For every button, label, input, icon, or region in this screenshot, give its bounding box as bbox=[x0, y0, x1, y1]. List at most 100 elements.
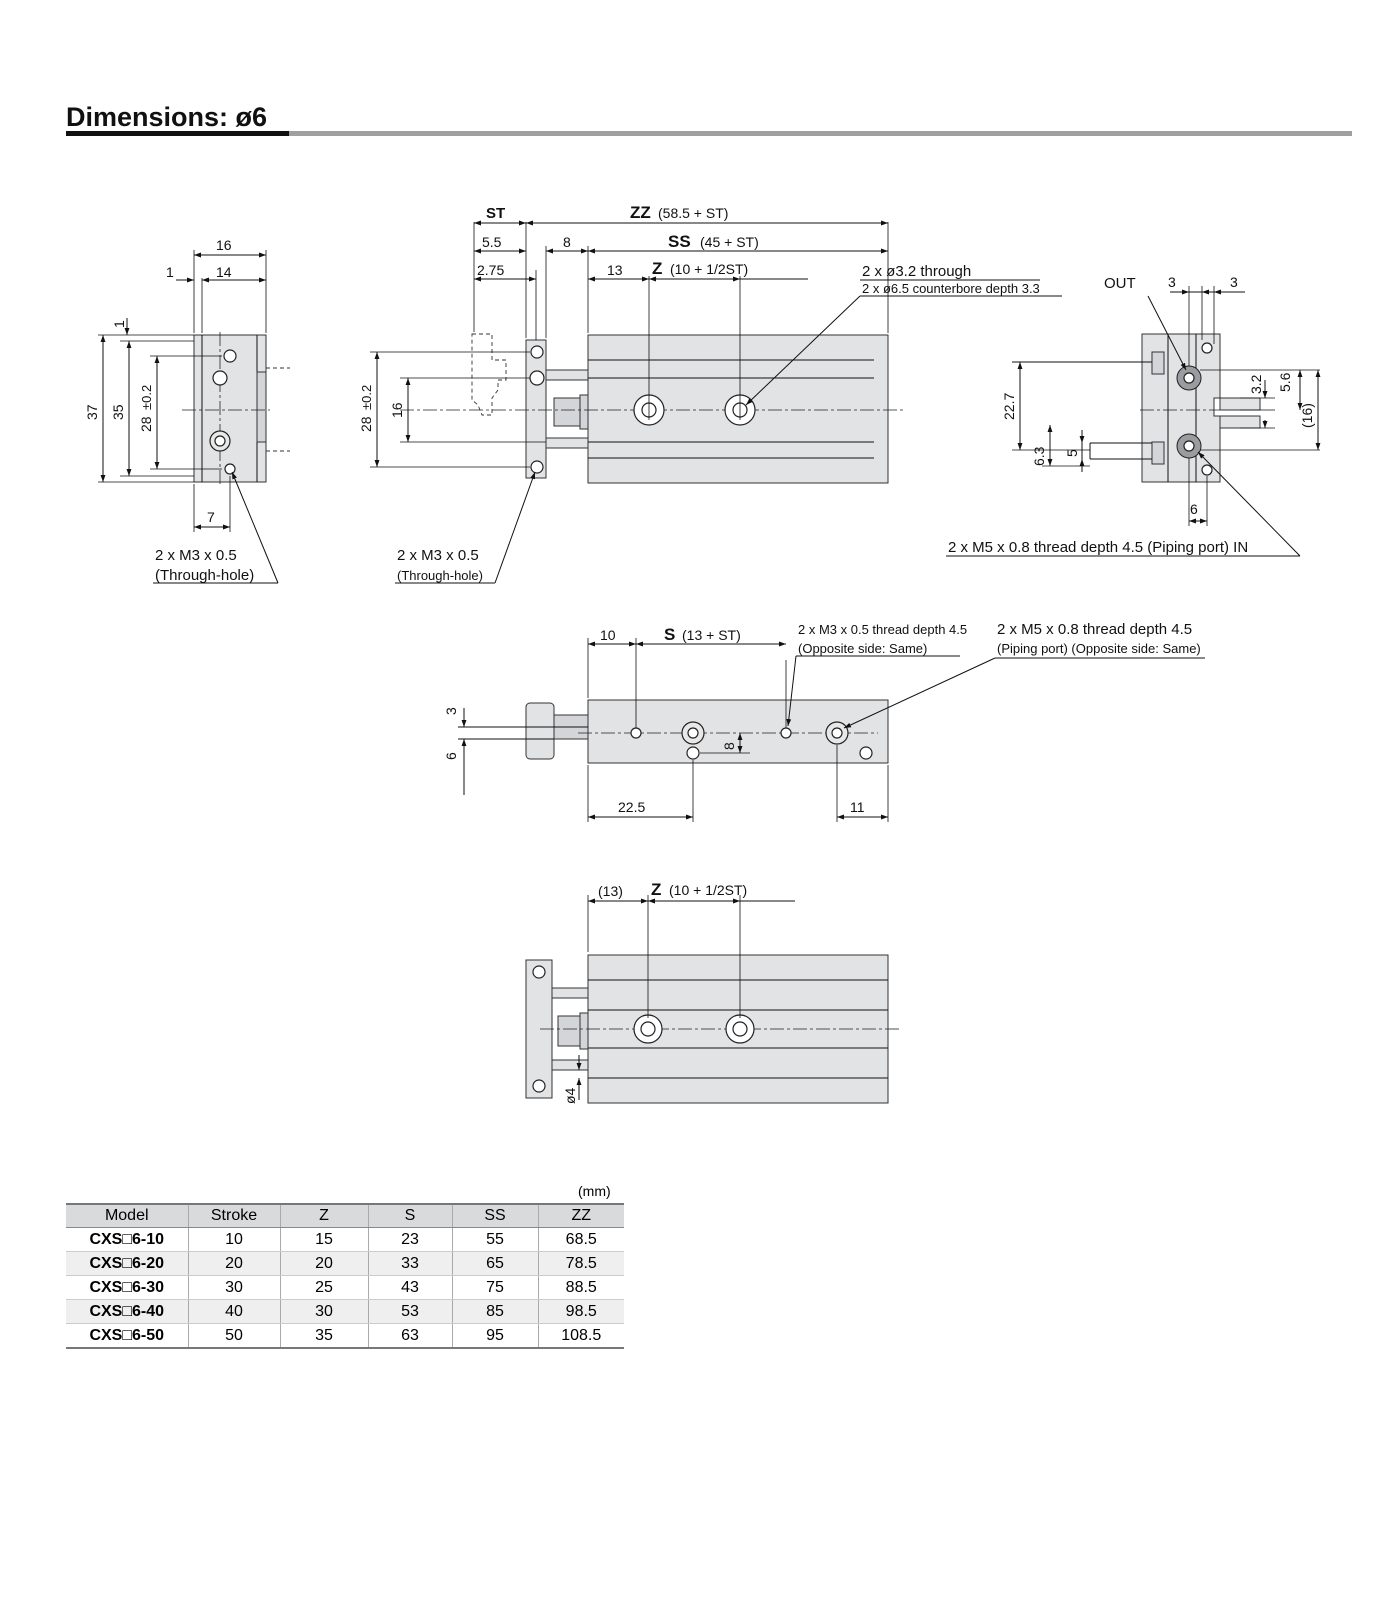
callout-in-port: 2 x M5 x 0.8 thread depth 4.5 (Piping po… bbox=[948, 539, 1248, 556]
dim-6-3: 6.3 bbox=[1031, 446, 1047, 466]
dim-13: 13 bbox=[607, 262, 623, 278]
cell-z: 20 bbox=[279, 1251, 368, 1276]
end-plate bbox=[525, 339, 547, 479]
bottom-view: (13) Z (10 + 1/2ST) ø4 bbox=[525, 880, 902, 1104]
dim-5-5: 5.5 bbox=[482, 234, 502, 250]
cell-stroke: 40 bbox=[187, 1299, 280, 1324]
cell-model: CXS□6-20 bbox=[66, 1251, 188, 1276]
cell-zz: 78.5 bbox=[537, 1251, 624, 1276]
dim-ss-formula: (45 + ST) bbox=[700, 234, 759, 250]
dim-inner-14: 14 bbox=[216, 264, 232, 280]
dim-width-16: 16 bbox=[216, 237, 232, 253]
mount-hole bbox=[223, 349, 237, 363]
title-underline bbox=[66, 131, 289, 136]
callout-m5-line2: (Piping port) (Opposite side: Same) bbox=[997, 641, 1201, 656]
col-header-s: S bbox=[367, 1203, 452, 1228]
dim-ss: SS bbox=[668, 232, 691, 251]
callout-through-line1: 2 x ø3.2 through bbox=[862, 263, 971, 280]
callout-m3-line1: 2 x M3 x 0.5 bbox=[155, 547, 237, 564]
cell-stroke: 30 bbox=[187, 1275, 280, 1300]
table-row: CXS□6-20 20 20 33 65 78.5 bbox=[66, 1251, 624, 1276]
dim-13-ref: (13) bbox=[598, 883, 623, 899]
title-block: Dimensions: ø6 bbox=[66, 102, 1352, 136]
dim-tolerance: ±0.2 bbox=[359, 385, 374, 410]
callout-m3-line2: (Through-hole) bbox=[397, 568, 483, 583]
dim-6: 6 bbox=[1190, 501, 1198, 517]
col-header-ss: SS bbox=[451, 1203, 538, 1228]
col-header-zz: ZZ bbox=[537, 1203, 624, 1228]
cell-model: CXS□6-10 bbox=[66, 1227, 188, 1252]
col-header-stroke: Stroke bbox=[187, 1203, 280, 1228]
callout-m3-line2: (Opposite side: Same) bbox=[798, 641, 927, 656]
rear-view: 3 3 OUT 3.2 5.6 (16) 22.7 6.3 5 6 bbox=[946, 274, 1321, 557]
cell-z: 30 bbox=[279, 1299, 368, 1324]
dim-16-ref: (16) bbox=[1299, 403, 1315, 428]
dim-8: 8 bbox=[563, 234, 571, 250]
cell-z: 15 bbox=[279, 1227, 368, 1252]
page-title: Dimensions: ø6 bbox=[66, 102, 267, 132]
dimension-table: Model Stroke Z S SS ZZ CXS□6-10 10 15 23… bbox=[66, 1203, 624, 1349]
front-view: 16 1 14 1 37 35 28 ±0.2 7 2 x M3 x 0.5 (… bbox=[84, 237, 290, 584]
callout-through-line2: 2 x ø6.5 counterbore depth 3.3 bbox=[862, 281, 1040, 296]
col-header-z: Z bbox=[279, 1203, 368, 1228]
dim-5-6: 5.6 bbox=[1277, 372, 1293, 392]
dim-3b: 3 bbox=[1230, 274, 1238, 290]
dim-dia-4: ø4 bbox=[562, 1087, 578, 1104]
cell-model: CXS□6-30 bbox=[66, 1275, 188, 1300]
dim-offset-1: 1 bbox=[166, 264, 174, 280]
dim-st: ST bbox=[486, 205, 505, 222]
dim-3-2: 3.2 bbox=[1248, 374, 1264, 394]
table-row: CXS□6-30 30 25 43 75 88.5 bbox=[66, 1275, 624, 1300]
dim-height-16: 16 bbox=[389, 402, 405, 418]
cell-ss: 75 bbox=[451, 1275, 538, 1300]
table-row: CXS□6-40 40 30 53 85 98.5 bbox=[66, 1299, 624, 1324]
side-view: 10 S (13 + ST) 3 6 8 22.5 11 2 x M3 x 0.… bbox=[443, 621, 1205, 822]
cell-z: 25 bbox=[279, 1275, 368, 1300]
cell-stroke: 50 bbox=[187, 1323, 280, 1349]
cell-ss: 85 bbox=[451, 1299, 538, 1324]
col-header-model: Model bbox=[66, 1203, 188, 1228]
cell-zz: 88.5 bbox=[537, 1275, 624, 1300]
cell-s: 43 bbox=[367, 1275, 452, 1300]
callout-m3-line2: (Through-hole) bbox=[155, 567, 254, 584]
dim-height-28: 28 bbox=[138, 416, 154, 432]
cell-s: 53 bbox=[367, 1299, 452, 1324]
dim-height-28: 28 bbox=[358, 416, 374, 432]
mount-hole bbox=[224, 463, 236, 475]
table-row: CXS□6-50 50 35 63 95 108.5 bbox=[66, 1323, 624, 1349]
label-out: OUT bbox=[1104, 275, 1136, 292]
dim-s-formula: (13 + ST) bbox=[682, 627, 741, 643]
dim-height-35: 35 bbox=[110, 404, 126, 420]
dim-3: 3 bbox=[443, 707, 459, 715]
callout-m3-line1: 2 x M3 x 0.5 thread depth 4.5 bbox=[798, 622, 967, 637]
cell-s: 33 bbox=[367, 1251, 452, 1276]
cell-stroke: 10 bbox=[187, 1227, 280, 1252]
table-row: CXS□6-10 10 15 23 55 68.5 bbox=[66, 1227, 624, 1252]
dim-z: Z bbox=[652, 259, 662, 278]
top-view: ST ZZ (58.5 + ST) 5.5 8 SS (45 + ST) 2.7… bbox=[358, 203, 1062, 584]
dim-z-formula: (10 + 1/2ST) bbox=[670, 261, 748, 277]
dim-z-formula: (10 + 1/2ST) bbox=[669, 882, 747, 898]
cell-ss: 65 bbox=[451, 1251, 538, 1276]
dim-3a: 3 bbox=[1168, 274, 1176, 290]
dim-22-7: 22.7 bbox=[1001, 393, 1017, 420]
cell-model: CXS□6-50 bbox=[66, 1323, 188, 1349]
cell-s: 63 bbox=[367, 1323, 452, 1349]
cell-zz: 68.5 bbox=[537, 1227, 624, 1252]
title-rule bbox=[66, 131, 1352, 136]
cell-s: 23 bbox=[367, 1227, 452, 1252]
dim-zz: ZZ bbox=[630, 203, 651, 222]
dim-zz-formula: (58.5 + ST) bbox=[658, 205, 728, 221]
dim-z: Z bbox=[651, 880, 661, 899]
cell-model: CXS□6-40 bbox=[66, 1299, 188, 1324]
dim-2-75: 2.75 bbox=[477, 262, 504, 278]
mount-hole bbox=[212, 370, 228, 386]
dim-height-37: 37 bbox=[84, 404, 100, 420]
dim-22-5: 22.5 bbox=[618, 799, 645, 815]
dim-s: S bbox=[664, 625, 675, 644]
cell-ss: 55 bbox=[451, 1227, 538, 1252]
dim-top-1: 1 bbox=[111, 320, 127, 328]
table-unit: (mm) bbox=[578, 1183, 611, 1199]
callout-m5-line1: 2 x M5 x 0.8 thread depth 4.5 bbox=[997, 621, 1192, 638]
